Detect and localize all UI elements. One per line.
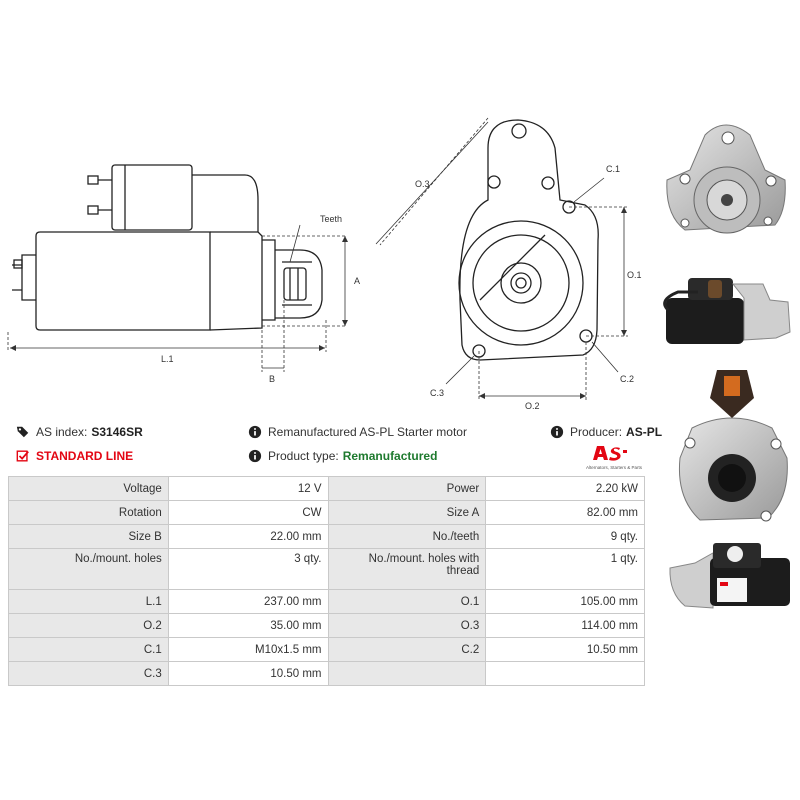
product-type: Product type: Remanufactured <box>248 449 437 463</box>
as-logo: Alternators, Starters & Parts <box>586 444 648 470</box>
spec-value: 114.00 mm <box>485 613 645 638</box>
info-icon <box>248 425 262 439</box>
spec-label: No./mount. holes <box>8 548 169 590</box>
product-type-value: Remanufactured <box>342 449 438 463</box>
as-logo-mark <box>593 446 627 461</box>
spec-label: C.2 <box>327 637 487 662</box>
spec-label <box>327 661 487 686</box>
dim-a-label: A <box>354 276 360 286</box>
spec-label: O.1 <box>327 589 487 614</box>
dim-c2-label: C.2 <box>620 374 634 384</box>
dim-b-label: B <box>269 374 275 384</box>
side-view-drawing: Teeth A L.1 B <box>7 164 360 384</box>
producer-value: AS-PL <box>626 425 663 439</box>
spec-value: CW <box>167 500 329 525</box>
dim-o2-label: O.2 <box>525 401 540 411</box>
spec-label: Size A <box>327 500 487 525</box>
spec-value: 22.00 mm <box>167 524 329 549</box>
product-type-label: Product type: <box>268 449 339 463</box>
spec-value: 105.00 mm <box>485 589 645 614</box>
spec-value: 35.00 mm <box>167 613 329 638</box>
info-icon <box>550 425 564 439</box>
producer-label: Producer: <box>570 425 623 439</box>
spec-value: 9 qty. <box>485 524 645 549</box>
description: Remanufactured AS-PL Starter motor <box>248 425 467 439</box>
as-index-label: AS index: <box>36 425 88 439</box>
spec-value: M10x1.5 mm <box>167 637 329 662</box>
spec-label: Power <box>327 476 487 501</box>
spec-label: Voltage <box>8 476 169 501</box>
standard-line: STANDARD LINE <box>16 449 133 463</box>
spec-label: L.1 <box>8 589 169 614</box>
spec-label: No./mount. holes with thread <box>327 548 487 590</box>
producer: Producer: AS-PL <box>550 425 662 439</box>
dim-o1-label: O.1 <box>627 270 642 280</box>
spec-label: O.3 <box>327 613 487 638</box>
as-index-value: S3146SR <box>91 425 143 439</box>
standard-line-text: STANDARD LINE <box>36 449 134 463</box>
dim-o3-label: O.3 <box>415 179 430 189</box>
spec-value <box>485 661 645 686</box>
spec-label: Rotation <box>8 500 169 525</box>
spec-label: C.3 <box>8 661 169 686</box>
front-view-drawing: C.1 O.1 C.2 O.2 C.3 O.3 <box>375 117 642 411</box>
info-icon <box>248 449 262 463</box>
spec-value: 2.20 kW <box>485 476 645 501</box>
product-photo-front <box>666 124 786 234</box>
spec-value: 237.00 mm <box>167 589 329 614</box>
dim-c3-label: C.3 <box>430 388 444 398</box>
spec-value: 82.00 mm <box>485 500 645 525</box>
logo-tagline: Alternators, Starters & Parts <box>586 465 643 470</box>
as-index: AS index: S3146SR <box>16 425 143 439</box>
spec-value: 1 qty. <box>485 548 645 590</box>
description-text: Remanufactured AS-PL Starter motor <box>268 425 467 439</box>
product-photo-label <box>669 543 790 609</box>
teeth-label: Teeth <box>320 214 342 224</box>
checkbox-icon <box>16 450 29 462</box>
spec-value: 3 qty. <box>167 548 329 590</box>
spec-label: O.2 <box>8 613 169 638</box>
spec-value: 10.50 mm <box>485 637 645 662</box>
spec-label: No./teeth <box>327 524 487 549</box>
tags-icon <box>16 426 29 438</box>
dim-c1-label: C.1 <box>606 164 620 174</box>
spec-label: Size B <box>8 524 169 549</box>
product-photo-side <box>663 278 791 344</box>
product-photo-rear <box>678 370 788 522</box>
dim-l1-label: L.1 <box>161 354 174 364</box>
spec-value: 10.50 mm <box>167 661 329 686</box>
spec-label: C.1 <box>8 637 169 662</box>
spec-value: 12 V <box>167 476 329 501</box>
